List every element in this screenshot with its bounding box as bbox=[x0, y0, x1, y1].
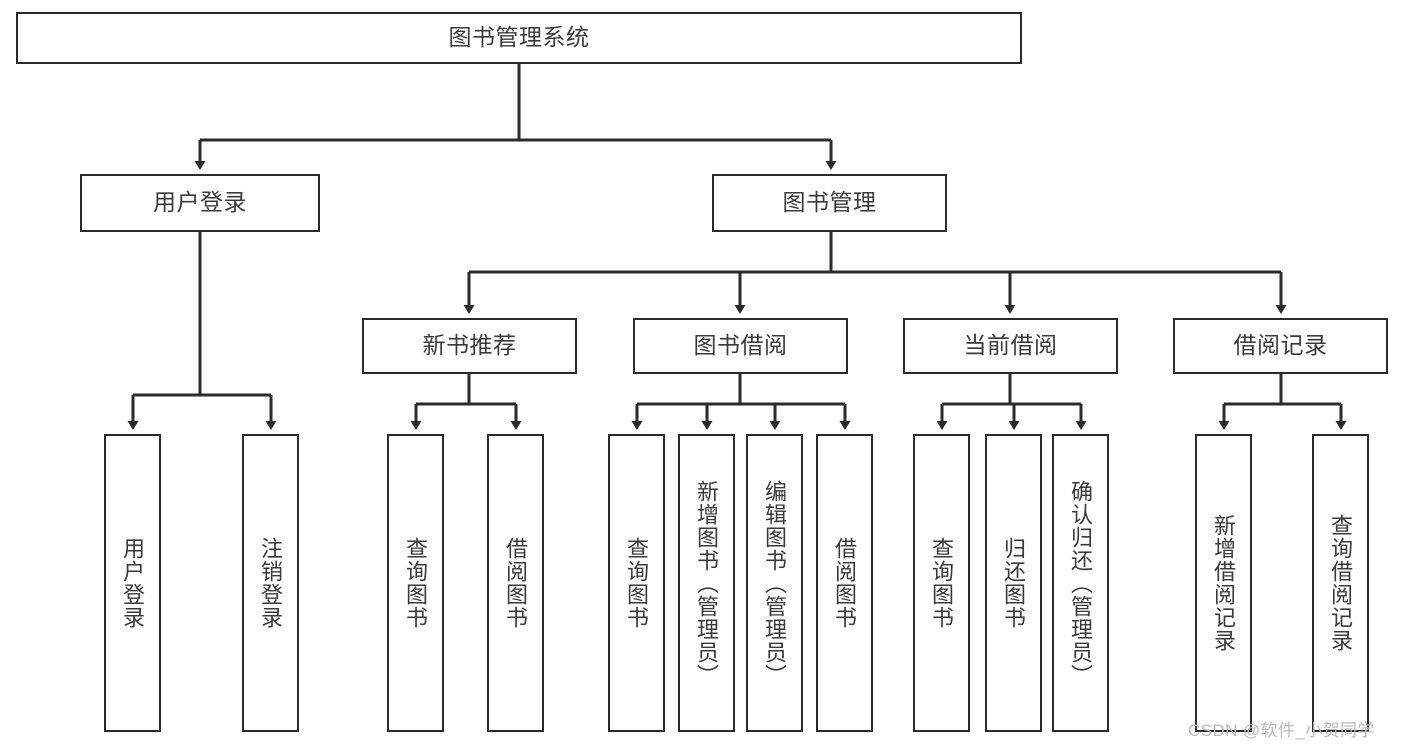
node-leaf-user-login[interactable]: 用户登录 bbox=[104, 434, 161, 732]
csdn-watermark: CSDN @软件_小贺同学 bbox=[1188, 721, 1375, 740]
node-leaf-query-book-2-label: 查询图书 bbox=[624, 537, 650, 629]
node-user-login-label: 用户登录 bbox=[153, 189, 247, 216]
node-book-borrow[interactable]: 图书借阅 bbox=[633, 318, 848, 374]
node-book-manage[interactable]: 图书管理 bbox=[712, 174, 947, 232]
node-borrow-record[interactable]: 借阅记录 bbox=[1173, 318, 1388, 374]
node-user-login[interactable]: 用户登录 bbox=[80, 174, 320, 232]
node-leaf-query-book-3-label: 查询图书 bbox=[929, 537, 955, 629]
node-book-borrow-label: 图书借阅 bbox=[693, 332, 788, 359]
node-leaf-confirm-return-label: 确认归还（管理员） bbox=[1068, 479, 1094, 687]
node-leaf-edit-book-label: 编辑图书（管理员） bbox=[762, 479, 788, 687]
node-root-label: 图书管理系统 bbox=[448, 24, 590, 51]
node-leaf-user-login-label: 用户登录 bbox=[120, 537, 146, 629]
node-leaf-logout[interactable]: 注销登录 bbox=[242, 434, 299, 732]
node-leaf-add-record[interactable]: 新增借阅记录 bbox=[1195, 434, 1252, 732]
node-leaf-borrow-book-2[interactable]: 借阅图书 bbox=[816, 434, 873, 732]
node-new-book-rec-label: 新书推荐 bbox=[422, 332, 517, 359]
node-leaf-query-book-1-label: 查询图书 bbox=[403, 537, 429, 629]
node-current-borrow-label: 当前借阅 bbox=[963, 332, 1058, 359]
node-leaf-add-book-label: 新增图书（管理员） bbox=[694, 479, 720, 687]
node-leaf-query-book-3[interactable]: 查询图书 bbox=[913, 434, 970, 732]
node-leaf-return-book[interactable]: 归还图书 bbox=[985, 434, 1042, 732]
node-leaf-borrow-book-2-label: 借阅图书 bbox=[832, 537, 858, 629]
node-leaf-add-record-label: 新增借阅记录 bbox=[1211, 514, 1237, 652]
node-leaf-query-book-1[interactable]: 查询图书 bbox=[387, 434, 444, 732]
node-leaf-return-book-label: 归还图书 bbox=[1001, 537, 1027, 629]
node-leaf-query-record-label: 查询借阅记录 bbox=[1328, 514, 1354, 652]
node-leaf-logout-label: 注销登录 bbox=[258, 537, 284, 629]
node-new-book-rec[interactable]: 新书推荐 bbox=[362, 318, 577, 374]
node-leaf-query-book-2[interactable]: 查询图书 bbox=[608, 434, 665, 732]
node-leaf-edit-book[interactable]: 编辑图书（管理员） bbox=[746, 434, 803, 732]
node-leaf-query-record[interactable]: 查询借阅记录 bbox=[1312, 434, 1369, 732]
node-borrow-record-label: 借阅记录 bbox=[1233, 332, 1328, 359]
node-book-manage-label: 图书管理 bbox=[782, 189, 877, 216]
node-leaf-borrow-book-1[interactable]: 借阅图书 bbox=[487, 434, 544, 732]
node-leaf-confirm-return[interactable]: 确认归还（管理员） bbox=[1052, 434, 1109, 732]
node-leaf-add-book[interactable]: 新增图书（管理员） bbox=[678, 434, 735, 732]
node-leaf-borrow-book-1-label: 借阅图书 bbox=[503, 537, 529, 629]
node-current-borrow[interactable]: 当前借阅 bbox=[903, 318, 1118, 374]
node-root[interactable]: 图书管理系统 bbox=[16, 12, 1022, 64]
